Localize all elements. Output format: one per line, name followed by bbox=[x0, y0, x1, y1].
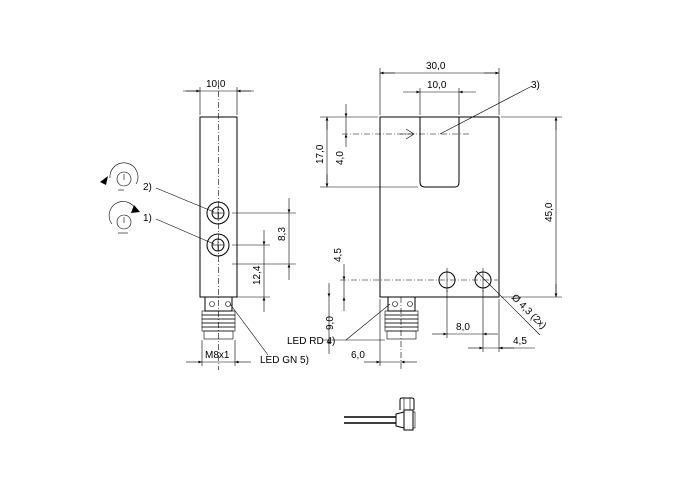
rotate-counterclockwise-icon bbox=[108, 201, 140, 234]
led-gn-label: LED GN 5) bbox=[260, 355, 309, 366]
dim-4-label: 4,0 bbox=[335, 151, 346, 165]
front-view: 30,0 10,0 3) 17,0 4,0 45,0 bbox=[287, 61, 562, 370]
thread-label: M8x1 bbox=[205, 350, 230, 361]
dim-6-label: 6,0 bbox=[351, 350, 365, 361]
rotate-clockwise-icon bbox=[100, 162, 139, 191]
dim-12-4-label: 12,4 bbox=[252, 265, 263, 285]
dim-8-3-label: 8,3 bbox=[277, 227, 288, 241]
m8-connector bbox=[201, 296, 236, 340]
width-10-label: 10,0 bbox=[427, 80, 447, 91]
sensor-slot bbox=[419, 117, 460, 188]
m8-connector-front bbox=[384, 296, 419, 340]
beam-arrow bbox=[400, 128, 415, 140]
side-width-label: 10,0 bbox=[206, 79, 226, 90]
dim-9-label: 9,0 bbox=[325, 316, 336, 330]
dim-8-label: 8,0 bbox=[456, 322, 470, 333]
dim-17-label: 17,0 bbox=[315, 144, 326, 164]
callout-1-label: 1) bbox=[143, 213, 152, 224]
led-rd-label: LED RD 4) bbox=[287, 336, 335, 347]
potentiometer-1[interactable] bbox=[206, 233, 230, 257]
callout-2-label: 2) bbox=[143, 182, 152, 193]
dim-45-label: 45,0 bbox=[544, 202, 555, 222]
hole-diameter-label: Ø 4,3 (2x) bbox=[509, 292, 548, 331]
dim-4-5-right-label: 4,5 bbox=[513, 336, 527, 347]
dim-4-5-left-label: 4,5 bbox=[333, 248, 344, 262]
angled-connector-cable bbox=[344, 397, 416, 431]
front-view-body bbox=[379, 116, 500, 298]
callout-3-label: 3) bbox=[531, 80, 540, 91]
side-view: 10,0 2) 1) bbox=[100, 79, 309, 370]
width-30-label: 30,0 bbox=[426, 61, 446, 72]
potentiometer-2[interactable] bbox=[206, 201, 230, 225]
